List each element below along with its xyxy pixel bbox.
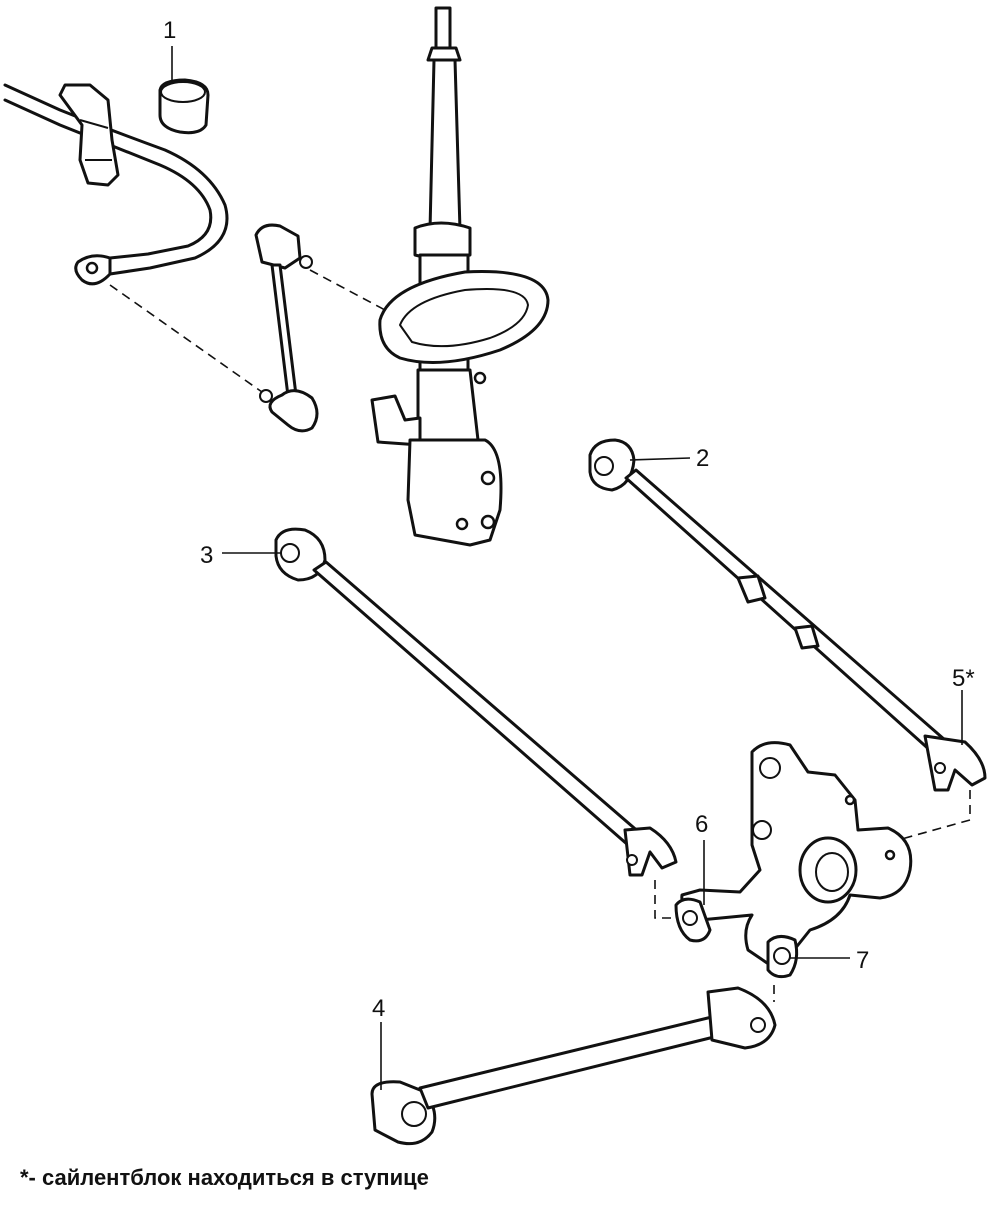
strut-assembly [370,6,550,547]
callout-4: 4 [372,995,385,1022]
footnote-text: *- сайлентблок находиться в ступице [20,1165,429,1190]
stabilizer-bushing [158,78,210,135]
assembly-dashed-lines [109,269,971,1002]
rear-knuckle [674,741,913,979]
callout-6: 6 [695,811,708,838]
callout-1: 1 [163,17,176,44]
callout-2: 2 [696,445,709,472]
stabilizer-link [254,223,319,433]
stabilizer-bar [3,83,229,286]
callout-7: 7 [856,947,869,974]
leader-lines [171,46,963,1090]
callout-5: 5* [952,665,975,692]
lateral-arm-adjustable [588,438,987,792]
callout-3: 3 [200,542,213,569]
callout-labels: 1 2 3 4 5* 6 7 [163,17,975,1022]
lateral-arm-front [274,527,678,877]
trailing-arm [370,986,777,1146]
